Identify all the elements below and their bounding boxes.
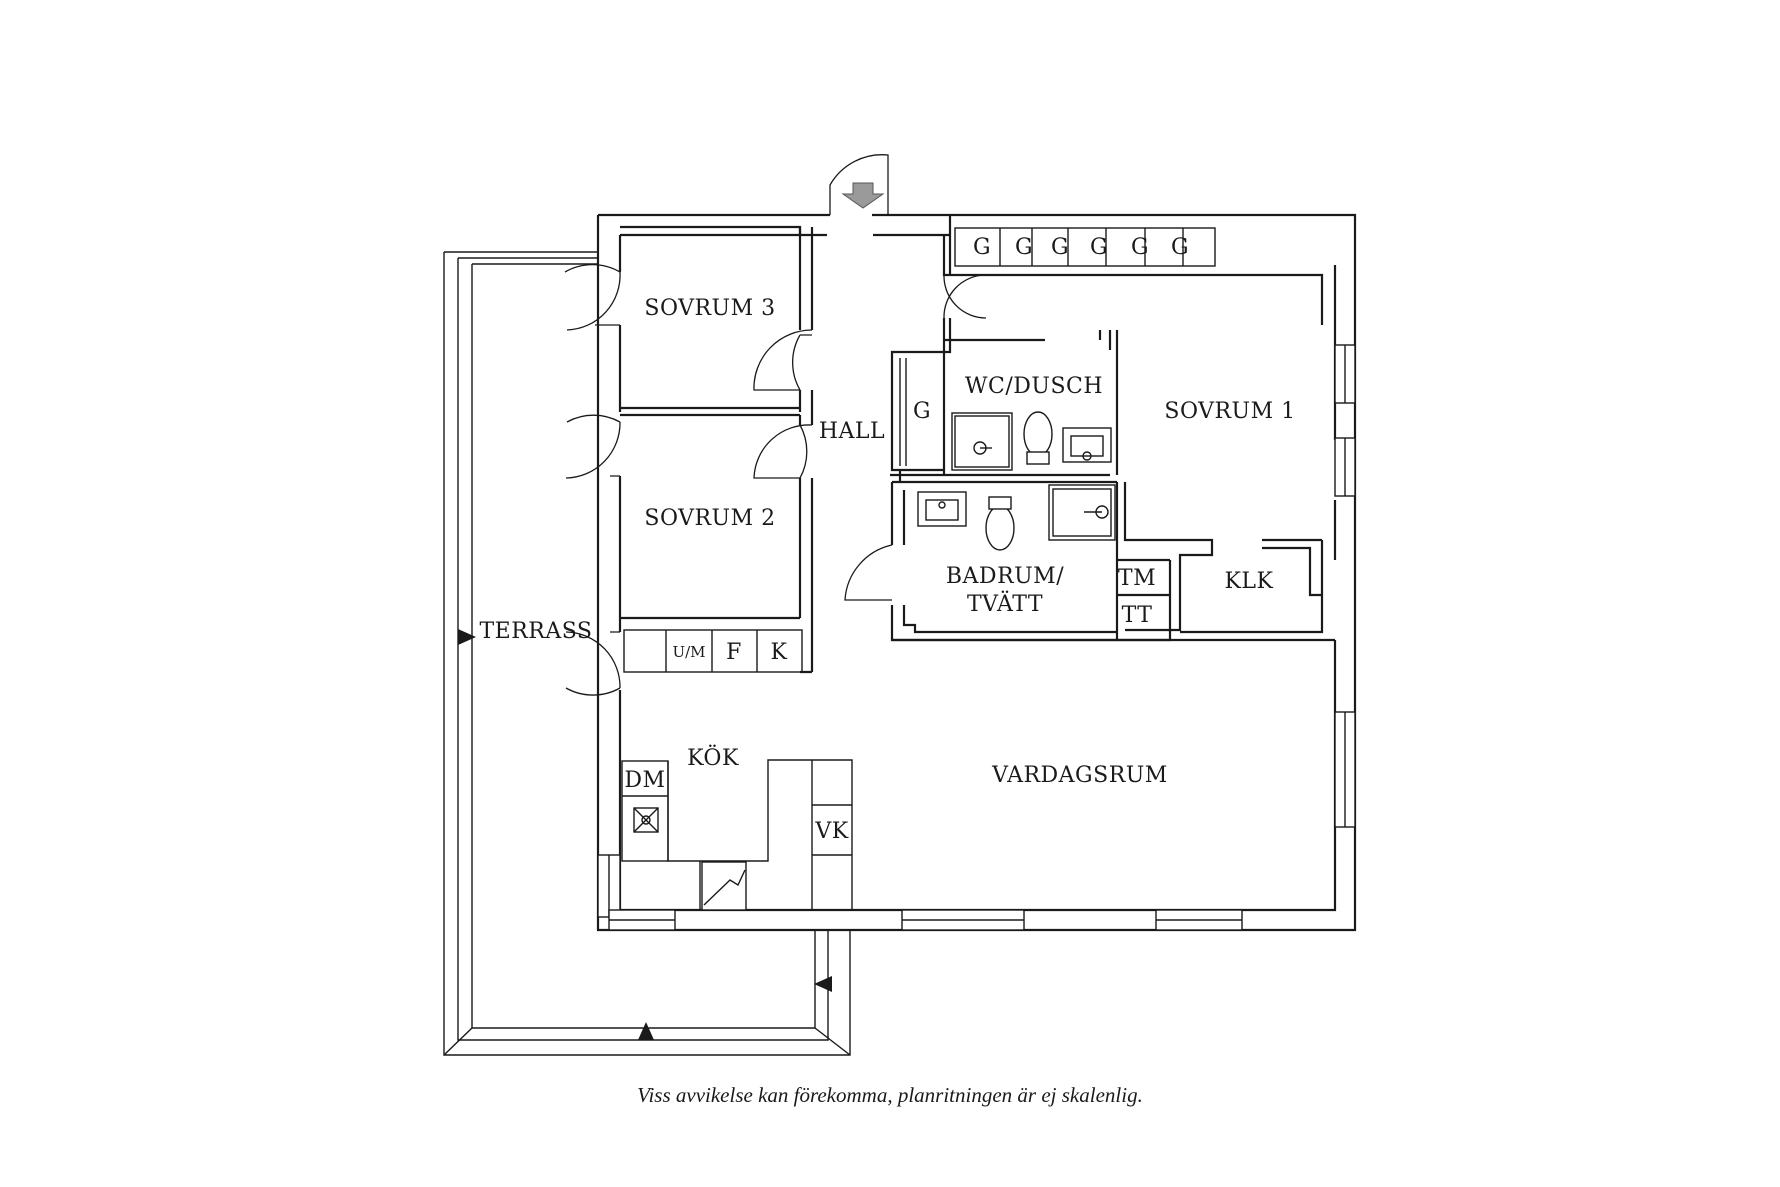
f-label: F (726, 640, 742, 665)
wardrobe-g-4: G (1090, 235, 1108, 260)
room-badrum-line1: BADRUM/ (946, 564, 1064, 589)
hall-wardrobe-g: G (913, 399, 931, 424)
disclaimer-caption: Viss avvikelse kan förekomma, planritnin… (637, 1083, 1143, 1107)
room-sovrum-3: SOVRUM 3 (644, 296, 775, 321)
wardrobe-g-1: G (973, 235, 991, 260)
room-vardagsrum: VARDAGSRUM (991, 763, 1168, 788)
room-klk: KLK (1225, 569, 1274, 594)
room-kok: KÖK (687, 744, 739, 771)
badrum-fixtures: TM TT (917, 484, 1156, 628)
tt-label: TT (1122, 603, 1153, 628)
entrance-arrow-icon (841, 182, 885, 209)
tm-label: TM (1118, 566, 1156, 591)
hall-walls (890, 215, 1324, 482)
room-wc-dusch: WC/DUSCH (965, 374, 1103, 399)
terrace-railing (443, 251, 851, 1056)
kitchen-fixtures: DM VK (621, 759, 853, 911)
wc-dusch-fixtures (951, 411, 1112, 471)
klk-walls (1180, 538, 1324, 634)
bedroom-walls (564, 225, 814, 696)
room-sovrum-1: SOVRUM 1 (1164, 399, 1295, 424)
vk-label: VK (814, 819, 848, 844)
room-badrum-line2: TVÄTT (967, 590, 1043, 617)
arrow-left-icon (814, 976, 832, 992)
wardrobe-g-6: G (1171, 235, 1189, 260)
arrow-right-icon (458, 629, 476, 645)
hall-wardrobe: G (899, 358, 931, 466)
um-label: U/M (672, 643, 705, 661)
badrum-walls (844, 480, 1214, 642)
outer-walls (596, 213, 1357, 932)
living-walls (800, 618, 1335, 674)
entrance-door (829, 154, 889, 215)
windows (597, 344, 1356, 931)
arrow-up-icon (638, 1022, 654, 1040)
wardrobe-g-3: G (1051, 235, 1069, 260)
wardrobe-g-5: G (1131, 235, 1149, 260)
room-hall: HALL (819, 419, 885, 444)
dm-label: DM (624, 768, 665, 793)
room-sovrum-2: SOVRUM 2 (644, 506, 775, 531)
wardrobes-top: G G G G G G (954, 227, 1216, 267)
storage-row: U/M F K (623, 629, 803, 673)
room-terrass: TERRASS (479, 619, 592, 644)
wardrobe-g-2: G (1015, 235, 1033, 260)
room-labels: SOVRUM 3 SOVRUM 2 SOVRUM 1 HALL WC/DUSCH… (479, 296, 1295, 788)
k-label: K (771, 640, 788, 665)
